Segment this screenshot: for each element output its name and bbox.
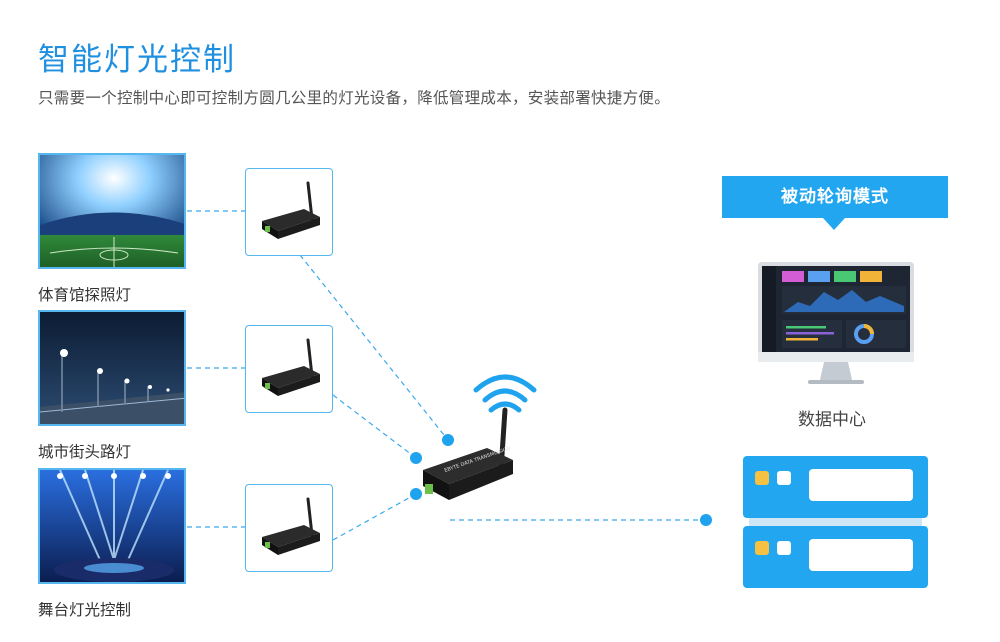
server-led-icon bbox=[755, 541, 769, 555]
banner-pointer-icon bbox=[823, 218, 845, 230]
stadium-lights-photo bbox=[38, 153, 186, 269]
server-led-icon bbox=[777, 541, 791, 555]
stage-lights-photo bbox=[38, 468, 186, 584]
link-device2-to-gateway bbox=[332, 394, 417, 459]
server-led-icon bbox=[777, 471, 791, 485]
server-slot bbox=[809, 539, 913, 571]
link-device3-to-gateway bbox=[332, 493, 417, 541]
link-node-dot bbox=[700, 514, 712, 526]
scene-label-stage: 舞台灯光控制 bbox=[38, 601, 132, 619]
scene-label-stadium: 体育馆探照灯 bbox=[38, 286, 132, 304]
monitor-icon bbox=[758, 262, 914, 384]
scene-label-street: 城市街头路灯 bbox=[38, 443, 132, 461]
server-led-icon bbox=[755, 471, 769, 485]
polling-mode-banner: 被动轮询模式 bbox=[722, 176, 948, 218]
data-transmission-device bbox=[245, 168, 333, 256]
server-unit bbox=[743, 456, 928, 518]
wifi-icon bbox=[473, 374, 537, 413]
link-node-dot bbox=[442, 434, 454, 446]
data-transmission-device bbox=[245, 325, 333, 413]
link-device1-to-gateway bbox=[299, 254, 449, 441]
street-lights-photo bbox=[38, 310, 186, 426]
data-transmission-device bbox=[245, 484, 333, 572]
link-node-dot bbox=[410, 488, 422, 500]
link-node-dot bbox=[410, 452, 422, 464]
page-subtitle: 只需要一个控制中心即可控制方圆几公里的灯光设备，降低管理成本，安装部署快捷方便。 bbox=[38, 89, 671, 107]
page-title: 智能灯光控制 bbox=[38, 42, 236, 78]
server-unit bbox=[743, 526, 928, 588]
server-slot bbox=[809, 469, 913, 501]
gateway-device: EBYTE DATA TRANSMISSION bbox=[423, 374, 537, 500]
data-center-label: 数据中心 bbox=[798, 410, 866, 430]
server-divider bbox=[749, 518, 922, 528]
